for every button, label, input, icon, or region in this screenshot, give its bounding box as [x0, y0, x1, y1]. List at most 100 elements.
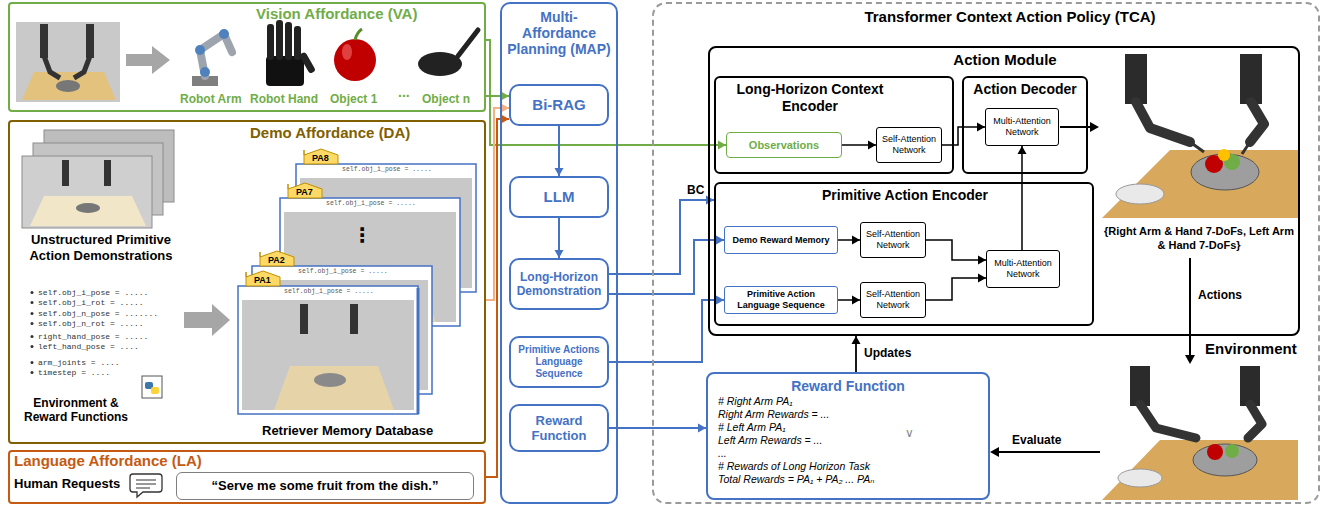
- arrow-head: [555, 168, 564, 176]
- arrow-head: [990, 447, 999, 457]
- label-slot: Object 1: [330, 92, 377, 106]
- text-label: PA1: [254, 275, 271, 286]
- planning-column: Multi-Affordance Planning (MAP) Bi-RAG LLM…: [500, 2, 618, 504]
- text-label: ⋮: [352, 224, 372, 246]
- box-text: Self-Attention Network: [880, 134, 938, 156]
- text-label: Actions: [1198, 288, 1242, 302]
- arrow-head: [977, 123, 985, 132]
- label-slot: self.obj_i_pose = .....: [342, 166, 432, 174]
- box-text: Reward Function: [514, 413, 604, 443]
- label-slot: self.obj_i_pose = .....: [326, 200, 416, 208]
- box-text: Multi-Attention Network: [989, 116, 1055, 138]
- connector: [555, 126, 564, 176]
- text-label: Robot Hand: [250, 92, 318, 106]
- title-slot: Transformer Context Action Policy (TCA): [830, 8, 1190, 26]
- text-label: {Right Arm & Hand 7-DoFs, Left Arm & Han…: [1104, 224, 1294, 252]
- edge-label: Updates: [862, 346, 913, 360]
- title-slot: Action Module: [880, 51, 1130, 69]
- connector: [1018, 146, 1027, 250]
- title-slot: Demo Affordance (DA): [250, 124, 482, 142]
- connector: [838, 236, 860, 245]
- text-label: self.obj_n_rot = .....: [38, 319, 144, 328]
- encoder-box: Long-Horizon Context EncoderObservations…: [714, 76, 954, 174]
- box-text: Primitive Action Language Sequence: [728, 289, 834, 311]
- flow-arrow: [184, 304, 230, 336]
- arrow-head: [718, 141, 726, 150]
- robot-scene: [1102, 54, 1298, 218]
- label-slot: Environment: [1205, 340, 1297, 358]
- arrow-head: [501, 115, 509, 124]
- text-label: timestep = ....: [38, 368, 110, 377]
- box-text: LLM: [544, 188, 575, 206]
- actions-arrow: [1189, 258, 1191, 356]
- arrow-head: [716, 236, 724, 245]
- label-slot: BC: [685, 183, 706, 197]
- text-label: Environment: [1205, 340, 1297, 358]
- title-slot: Language Affordance (LA): [14, 452, 274, 470]
- label-slot: right_hand_pose = .....: [38, 332, 148, 341]
- request-bubble: “Serve me some fruit from the dish.”: [176, 472, 474, 500]
- label-slot: self.obj_n_rot = .....: [38, 319, 144, 328]
- box-text: Demo Reward Memory: [732, 235, 829, 246]
- connector: [842, 141, 876, 150]
- box-text: Observations: [749, 139, 819, 152]
- text-label: left_hand_pose = ....: [38, 342, 139, 351]
- attention-block: Self-Attention Network: [860, 222, 926, 258]
- label-slot: self.obj_i_pose = .....: [298, 268, 388, 276]
- process-box: Long-Horizon Demonstration: [509, 258, 609, 310]
- arrow-head: [1185, 355, 1195, 364]
- box-text: Long-Horizon Demonstration: [514, 270, 604, 298]
- label-slot: ...: [398, 84, 410, 101]
- arrow-head: [1090, 122, 1099, 132]
- text-label: PA2: [268, 255, 285, 266]
- box-text: Multi-Attention Network: [990, 258, 1056, 280]
- speech-icon: [130, 474, 162, 497]
- encoder-box: Primitive Action EncoderDemo Reward Memo…: [714, 182, 1094, 326]
- text-label: self.obj_i_pose = .....: [298, 268, 388, 276]
- arrow-head: [852, 236, 860, 245]
- text-label: arm_joints = ....: [38, 358, 120, 367]
- input-box: Observations: [726, 132, 842, 158]
- arrow-head: [852, 296, 860, 305]
- label-slot: self.obj_i_pose = .....: [38, 288, 148, 297]
- label-slot: timestep = ....: [38, 368, 110, 377]
- title-slot: Multi-Affordance Planning (MAP): [504, 9, 614, 57]
- connector-line: [609, 200, 714, 274]
- process-box: Bi-RAG: [509, 84, 609, 126]
- demo-thumbnails: [22, 130, 174, 228]
- python-file-icon: [142, 376, 162, 398]
- box-title: Language Affordance (LA): [14, 452, 274, 470]
- connector: [555, 218, 564, 258]
- affordance-panel: Vision Affordance (VA): [8, 2, 486, 112]
- box-title: Action Module: [880, 51, 1130, 69]
- apple-icon: [334, 29, 376, 81]
- arrow-head: [978, 274, 986, 283]
- attention-block: Multi-Attention Network: [985, 108, 1059, 146]
- label-slot: Evaluate: [1012, 433, 1061, 447]
- label-slot: PA7: [296, 187, 313, 198]
- text-label: right_hand_pose = .....: [38, 332, 148, 341]
- robot-arm-icon: [192, 29, 232, 86]
- text-label: self.obj_i_rot = .....: [38, 298, 144, 307]
- arrow-head: [852, 336, 861, 344]
- label-slot: self.obj_n_pose = .......: [38, 309, 158, 318]
- box-text: Primitive Actions Language Sequence: [514, 344, 604, 380]
- label-slot: PA8: [312, 153, 329, 164]
- box-body-line: # Left Arm PA₁: [718, 421, 786, 434]
- connector-line: [609, 427, 706, 429]
- text-label: Object n: [422, 92, 470, 106]
- label-slot: Unstructured Primitive Action Demonstrat…: [16, 232, 186, 264]
- box-text: Self-Attention Network: [864, 229, 922, 251]
- environment-scene: [1102, 366, 1298, 500]
- label-slot: left_hand_pose = ....: [38, 342, 139, 351]
- connector-line: [609, 240, 724, 294]
- text-label: PA8: [312, 153, 329, 164]
- arrow-head: [555, 250, 564, 258]
- policy-panel: Transformer Context Action Policy (TCA) A…: [652, 2, 1320, 504]
- box-title: Demo Affordance (DA): [250, 124, 482, 142]
- label-slot: Human Requests: [14, 476, 120, 492]
- box-body-line: # Rewards of Long Horizon Task: [718, 460, 870, 473]
- connector: [926, 240, 986, 265]
- text-label: Human Requests: [14, 476, 120, 492]
